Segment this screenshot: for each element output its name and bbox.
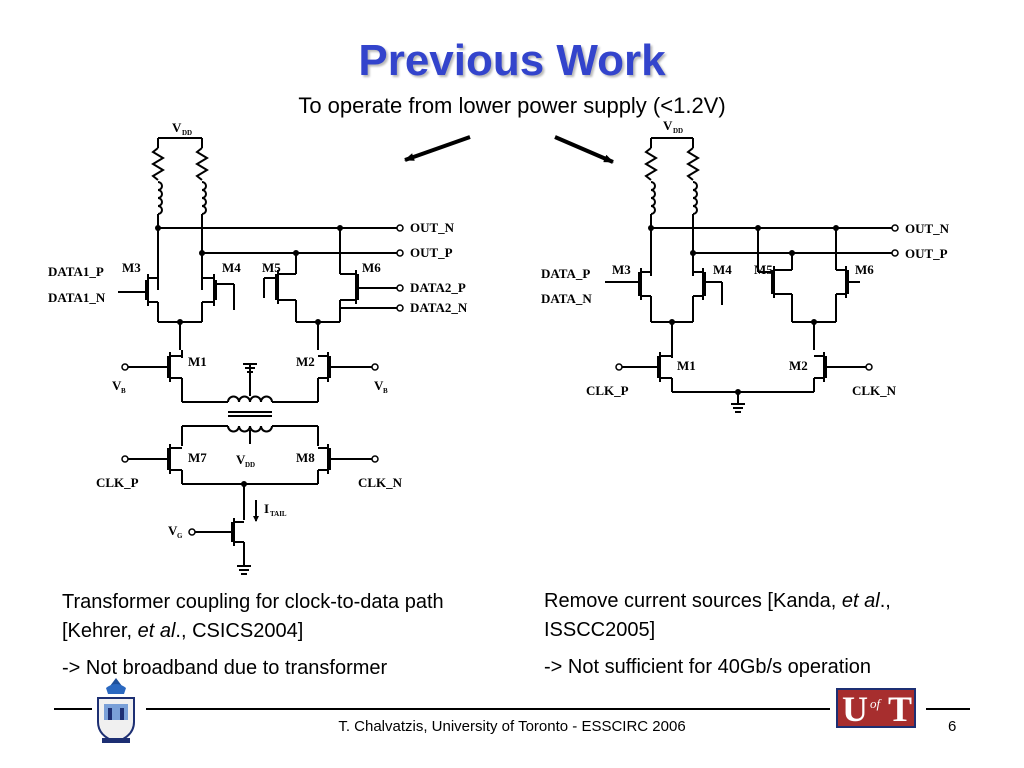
right-m5-label: M5 <box>754 262 773 277</box>
left-vdd-center-label: V <box>236 452 246 467</box>
right-clk-n-label: CLK_N <box>852 383 897 398</box>
left-vb-left-sub: B <box>121 387 126 395</box>
right-vdd-sub: DD <box>673 127 683 135</box>
left-itail-sub: TAIL <box>270 510 287 518</box>
right-clk-p-label: CLK_P <box>586 383 629 398</box>
left-clk-n-label: CLK_N <box>358 475 403 490</box>
left-caption-line1: Transformer coupling for clock-to-data p… <box>62 591 444 642</box>
left-vdd-sub: DD <box>182 129 192 137</box>
right-caption-line2: -> Not sufficient for 40Gb/s operation <box>544 656 872 678</box>
right-m1-label: M1 <box>677 358 696 373</box>
right-m4-label: M4 <box>713 262 732 277</box>
left-vdd-center-sub: DD <box>245 461 255 469</box>
footer-rule-middle <box>146 708 830 710</box>
right-m2-label: M2 <box>789 358 808 373</box>
left-data1-n-label: DATA1_N <box>48 290 106 305</box>
left-circuit-dots <box>155 225 343 487</box>
left-m7-label: M7 <box>188 450 207 465</box>
footer-rule-right <box>926 708 970 710</box>
right-out-p-label: OUT_P <box>905 246 948 261</box>
left-pointer-arrow <box>404 135 471 162</box>
university-crest-logo <box>97 678 135 744</box>
left-vdd-label: V <box>172 120 182 135</box>
left-out-n-label: OUT_N <box>410 220 455 235</box>
slide-subtitle: To operate from lower power supply (<1.2… <box>298 93 726 118</box>
left-m2-label: M2 <box>296 354 315 369</box>
right-caption-line1: Remove current sources [Kanda, et al., I… <box>544 590 891 641</box>
left-vb-right-sub: B <box>383 387 388 395</box>
left-clk-p-label: CLK_P <box>96 475 139 490</box>
right-data-n-label: DATA_N <box>541 291 592 306</box>
left-data2-n-label: DATA2_N <box>410 300 468 315</box>
right-m3-label: M3 <box>612 262 631 277</box>
right-circuit-terminals <box>615 224 899 371</box>
right-vdd-label: V <box>663 118 673 133</box>
left-m4-label: M4 <box>222 260 241 275</box>
right-caption: Remove current sources [Kanda, et al., I… <box>544 587 994 682</box>
left-data1-p-label: DATA1_P <box>48 264 104 279</box>
footer-rule-left <box>54 708 92 710</box>
circuit-diagrams: V DD OUT_N OUT_P DATA1_P DATA1_N DATA2_P… <box>48 118 950 575</box>
left-m1-label: M1 <box>188 354 207 369</box>
page-number: 6 <box>948 718 957 735</box>
slide-title: Previous Work <box>358 36 666 85</box>
uoft-logo: U of T <box>836 688 916 729</box>
left-m3-label: M3 <box>122 260 141 275</box>
left-vg-label: V <box>168 523 178 538</box>
left-vb-left-label: V <box>112 378 122 393</box>
left-data2-p-label: DATA2_P <box>410 280 466 295</box>
right-circuit <box>605 137 892 413</box>
right-circuit-dots <box>648 225 839 395</box>
footer-text: T. Chalvatzis, University of Toronto - E… <box>338 718 686 735</box>
right-pointer-arrow <box>554 135 614 164</box>
left-m8-label: M8 <box>296 450 315 465</box>
left-vb-right-label: V <box>374 378 384 393</box>
right-data-p-label: DATA_P <box>541 266 590 281</box>
right-out-n-label: OUT_N <box>905 221 950 236</box>
left-circuit-terminals <box>121 224 404 536</box>
left-itail-label: I <box>264 501 269 516</box>
left-caption: Transformer coupling for clock-to-data p… <box>62 588 502 683</box>
right-m6-label: M6 <box>855 262 874 277</box>
left-m5-label: M5 <box>262 260 281 275</box>
left-vg-sub: G <box>177 532 183 540</box>
left-m6-label: M6 <box>362 260 381 275</box>
left-circuit <box>118 137 397 575</box>
left-out-p-label: OUT_P <box>410 245 453 260</box>
left-caption-line2: -> Not broadband due to transformer <box>62 657 388 679</box>
